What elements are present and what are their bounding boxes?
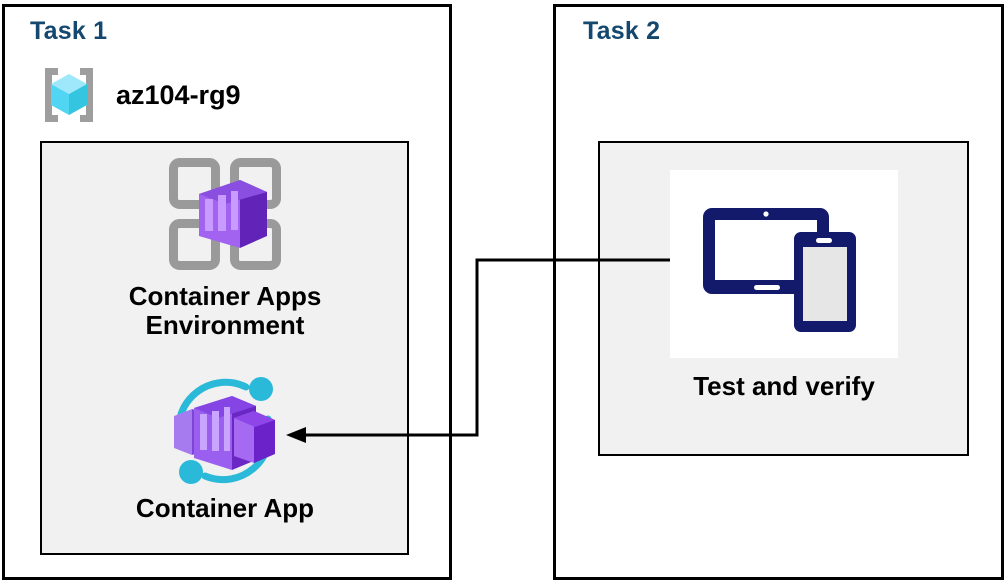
node-label-test-and-verify: Test and verify <box>693 371 875 401</box>
container-app-icon <box>162 372 288 490</box>
node-label-container-app: Container App <box>135 493 315 523</box>
resource-group-name: az104-rg9 <box>116 79 241 110</box>
container-apps-environment-icon <box>163 152 287 276</box>
task1-title: Task 1 <box>30 17 108 45</box>
node-label-container-apps-environment: Container Apps Environment <box>128 281 322 341</box>
resource-group-row: az104-rg9 <box>36 62 241 128</box>
devices-tablet-phone-icon <box>670 170 898 358</box>
azure-resource-group-icon <box>36 62 102 128</box>
node-container-app[interactable]: Container App <box>70 372 380 523</box>
task2-title: Task 2 <box>583 17 661 45</box>
node-test-and-verify[interactable]: Test and verify <box>665 170 903 401</box>
node-container-apps-environment[interactable]: Container Apps Environment <box>70 152 380 340</box>
